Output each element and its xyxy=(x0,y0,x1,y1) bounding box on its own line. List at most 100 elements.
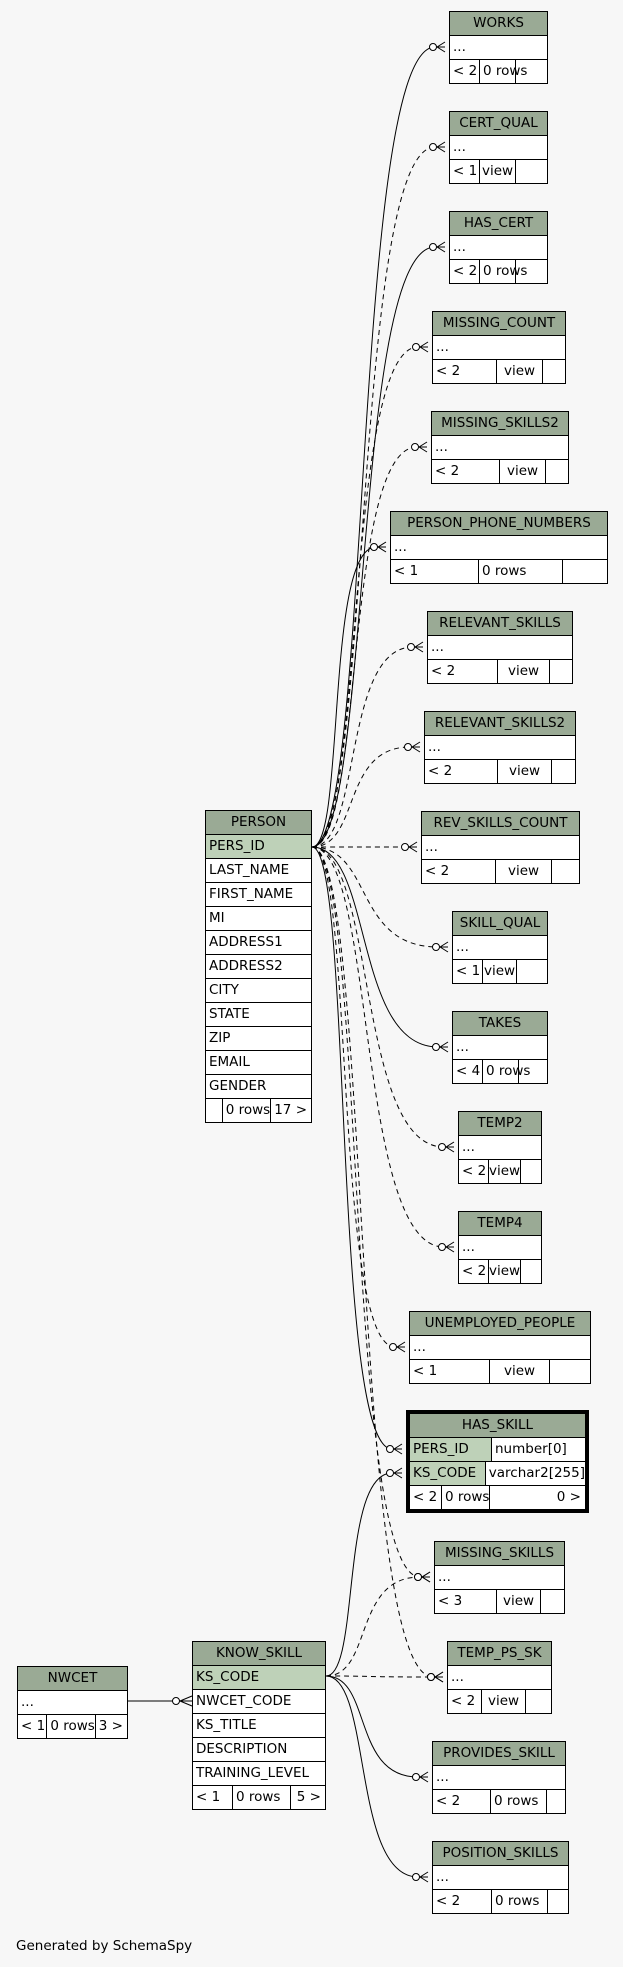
columns-collapsed[interactable]: ... xyxy=(435,1566,564,1590)
columns-collapsed[interactable]: ... xyxy=(433,1766,565,1790)
table-name[interactable]: TAKES xyxy=(453,1012,547,1036)
columns-collapsed[interactable]: ... xyxy=(450,136,547,160)
table-name[interactable]: NWCET xyxy=(18,1667,127,1691)
table-name[interactable]: PROVIDES_SKILL xyxy=(433,1742,565,1766)
relationship-line-takes xyxy=(311,846,448,1048)
column-email[interactable]: EMAIL xyxy=(206,1051,311,1075)
table-name[interactable]: RELEVANT_SKILLS2 xyxy=(425,712,575,736)
children-count[interactable]: 17 > xyxy=(274,1102,307,1118)
columns-collapsed[interactable]: ... xyxy=(428,636,572,660)
relationship-line-temp-ps-sk xyxy=(311,846,443,1678)
columns-collapsed[interactable]: ... xyxy=(391,536,607,560)
columns-collapsed[interactable]: ... xyxy=(432,436,568,460)
columns-collapsed[interactable]: ... xyxy=(433,1866,568,1890)
table-name[interactable]: RELEVANT_SKILLS xyxy=(428,612,572,636)
columns-collapsed[interactable]: ... xyxy=(425,736,575,760)
columns-collapsed[interactable]: ... xyxy=(18,1691,127,1715)
children-count xyxy=(552,860,579,883)
columns-collapsed[interactable]: ... xyxy=(453,936,547,960)
column-nwcet-code[interactable]: NWCET_CODE xyxy=(193,1690,325,1714)
table-name[interactable]: MISSING_SKILLS xyxy=(435,1542,564,1566)
children-count[interactable]: 3 > xyxy=(98,1718,123,1734)
column-state[interactable]: STATE xyxy=(206,1003,311,1027)
column-last-name[interactable]: LAST_NAME xyxy=(206,859,311,883)
columns-collapsed[interactable]: ... xyxy=(448,1666,551,1690)
column-address2[interactable]: ADDRESS2 xyxy=(206,955,311,979)
optional-marker xyxy=(429,43,437,51)
columns-collapsed[interactable]: ... xyxy=(450,36,547,60)
table-name[interactable]: HAS_SKILL xyxy=(410,1414,585,1438)
table-name[interactable]: TEMP_PS_SK xyxy=(448,1642,551,1666)
columns-collapsed[interactable]: ... xyxy=(433,336,565,360)
column-first-name[interactable]: FIRST_NAME xyxy=(206,883,311,907)
columns-collapsed[interactable]: ... xyxy=(410,1336,590,1360)
children-count[interactable]: 0 > xyxy=(556,1489,581,1505)
column-address1[interactable]: ADDRESS1 xyxy=(206,931,311,955)
table-name[interactable]: CERT_QUAL xyxy=(450,112,547,136)
children-count xyxy=(546,460,568,483)
table-name[interactable]: POSITION_SKILLS xyxy=(433,1842,568,1866)
many-marker xyxy=(393,1467,403,1479)
column-pers-id[interactable]: PERS_ID xyxy=(206,835,311,859)
column-description[interactable]: DESCRIPTION xyxy=(193,1738,325,1762)
table-name[interactable]: TEMP2 xyxy=(459,1112,541,1136)
column-training-level[interactable]: TRAINING_LEVEL xyxy=(193,1762,325,1786)
row-count: view xyxy=(489,1160,521,1183)
columns-collapsed[interactable]: ... xyxy=(459,1236,541,1260)
table-name[interactable]: SKILL_QUAL xyxy=(453,912,547,936)
columns-collapsed[interactable]: ... xyxy=(453,1036,547,1060)
many-marker xyxy=(445,1241,455,1253)
optional-marker xyxy=(412,1773,420,1781)
columns-collapsed[interactable]: ... xyxy=(422,836,579,860)
table-name[interactable]: MISSING_COUNT xyxy=(433,312,565,336)
parents-count: < 2 xyxy=(459,1260,489,1283)
table-name[interactable]: HAS_CERT xyxy=(450,212,547,236)
column-ks-title[interactable]: KS_TITLE xyxy=(193,1714,325,1738)
columns-collapsed[interactable]: ... xyxy=(459,1136,541,1160)
table-name[interactable]: PERSON xyxy=(206,811,311,835)
table-name[interactable]: WORKS xyxy=(450,12,547,36)
table-name[interactable]: UNEMPLOYED_PEOPLE xyxy=(410,1312,590,1336)
columns-collapsed[interactable]: ... xyxy=(450,236,547,260)
table-name[interactable]: KNOW_SKILL xyxy=(193,1642,325,1666)
column-ks-code[interactable]: KS_CODE xyxy=(193,1666,325,1690)
column-mi[interactable]: MI xyxy=(206,907,311,931)
table-name[interactable]: MISSING_SKILLS2 xyxy=(432,412,568,436)
column-zip[interactable]: ZIP xyxy=(206,1027,311,1051)
table-name[interactable]: REV_SKILLS_COUNT xyxy=(422,812,579,836)
relationship-line-relevant-skills2 xyxy=(311,746,420,848)
table-name[interactable]: TEMP4 xyxy=(459,1212,541,1236)
children-count xyxy=(548,1890,568,1913)
parents-count: < 1 xyxy=(193,1786,233,1809)
column-gender[interactable]: GENDER xyxy=(206,1075,311,1099)
children-count[interactable]: 5 > xyxy=(296,1789,321,1805)
table-name[interactable]: PERSON_PHONE_NUMBERS xyxy=(391,512,607,536)
optional-marker xyxy=(172,1697,180,1705)
column-city[interactable]: CITY xyxy=(206,979,311,1003)
parents-count xyxy=(206,1099,223,1122)
